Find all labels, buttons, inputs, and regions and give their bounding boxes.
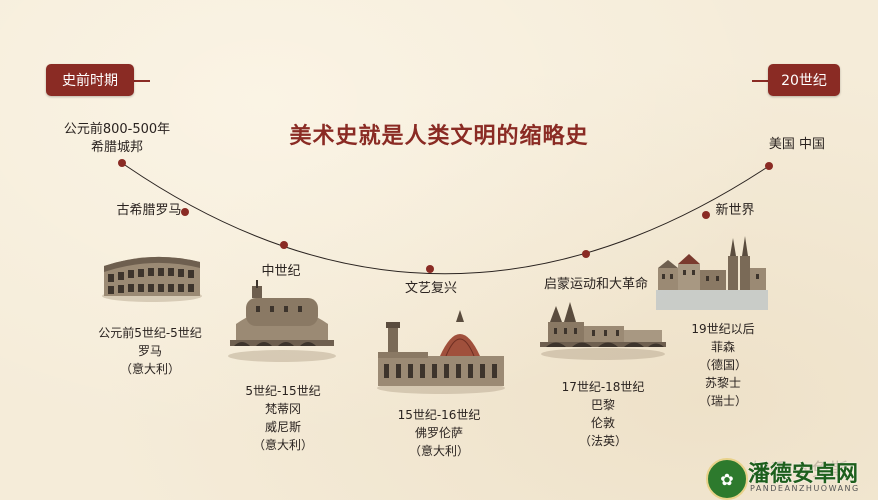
node-usa-china: 美国 中国 <box>752 136 842 154</box>
detail-line: 菲森 <box>710 340 735 354</box>
detail-vatican-venice: 5世纪-15世纪 梵蒂冈 威尼斯 （意大利） <box>228 382 338 454</box>
node-line: 美国 中国 <box>768 137 826 152</box>
paris-conciergerie-icon <box>540 302 666 360</box>
colosseum-icon <box>102 256 202 302</box>
detail-line: 梵蒂冈 <box>264 402 301 416</box>
site-logo-icon: ✿ <box>706 458 748 500</box>
detail-line: （瑞士） <box>698 394 747 408</box>
detail-line: 佛罗伦萨 <box>414 426 463 440</box>
detail-line: 伦敦 <box>590 416 615 430</box>
page-title: 美术史就是人类文明的缩略史 <box>289 124 589 149</box>
zhihu-watermark: 知乎 @免斯 <box>752 460 848 481</box>
timeline-dot-greek-city-states <box>118 159 126 167</box>
timeline-dot-usa-china <box>765 162 773 170</box>
node-line: 古希腊罗马 <box>116 203 182 218</box>
timeline-curve <box>121 162 770 275</box>
node-new-world: 新世界 <box>698 202 772 220</box>
timeline-dot-enlightenment <box>582 250 590 258</box>
detail-florence: 15世纪-16世纪 佛罗伦萨 （意大利） <box>384 406 494 460</box>
detail-line: 罗马 <box>137 344 162 358</box>
castel-sant-angelo-icon <box>228 280 336 362</box>
badge-prehistoric: 史前时期 <box>46 64 134 96</box>
node-line: 启蒙运动和大革命 <box>543 277 648 292</box>
detail-paris-london: 17世纪-18世纪 巴黎 伦敦 （法英） <box>548 378 658 450</box>
node-line: 新世界 <box>715 203 755 218</box>
detail-line: 19世纪以后 <box>691 322 755 336</box>
timeline-dot-middle-ages <box>280 241 288 249</box>
node-greek-city-states: 公元前800-500年 希腊城邦 <box>32 121 202 157</box>
node-greco-roman: 古希腊罗马 <box>94 202 204 220</box>
badge-20th-century: 20世纪 <box>768 64 840 96</box>
badge-connector-right <box>752 80 768 82</box>
detail-line: 苏黎士 <box>704 376 741 390</box>
detail-line: （意大利） <box>119 362 180 376</box>
timeline-dot-new-world <box>702 211 710 219</box>
timeline-dot-greco-roman <box>181 208 189 216</box>
detail-line: （法英） <box>578 434 627 448</box>
node-line: 公元前800-500年 <box>63 122 171 137</box>
detail-line: 公元前5世纪-5世纪 <box>98 326 202 340</box>
node-line: 希腊城邦 <box>90 140 143 155</box>
zurich-skyline-icon <box>656 236 768 310</box>
detail-line: （意大利） <box>408 444 469 458</box>
detail-line: （德国） <box>698 358 747 372</box>
detail-line: 威尼斯 <box>264 420 301 434</box>
detail-line: 巴黎 <box>590 398 615 412</box>
florence-duomo-icon <box>377 310 505 394</box>
node-middle-ages: 中世纪 <box>244 263 318 281</box>
detail-rome: 公元前5世纪-5世纪 罗马 （意大利） <box>86 324 214 378</box>
timeline-dot-renaissance <box>426 265 434 273</box>
node-line: 中世纪 <box>261 264 301 279</box>
detail-line: 17世纪-18世纪 <box>561 380 645 394</box>
detail-line: （意大利） <box>252 438 313 452</box>
detail-line: 15世纪-16世纪 <box>397 408 481 422</box>
node-enlightenment: 启蒙运动和大革命 <box>528 276 664 294</box>
detail-fussen-zurich: 19世纪以后 菲森 （德国） 苏黎士 （瑞士） <box>668 320 778 410</box>
detail-line: 5世纪-15世纪 <box>245 384 321 398</box>
node-line: 文艺复兴 <box>404 281 457 296</box>
badge-connector-left <box>134 80 150 82</box>
node-renaissance: 文艺复兴 <box>392 280 470 298</box>
site-logo-sub: PANDEANZHUOWANG <box>750 484 860 493</box>
site-logo-name: 潘德安卓网 <box>748 462 859 487</box>
